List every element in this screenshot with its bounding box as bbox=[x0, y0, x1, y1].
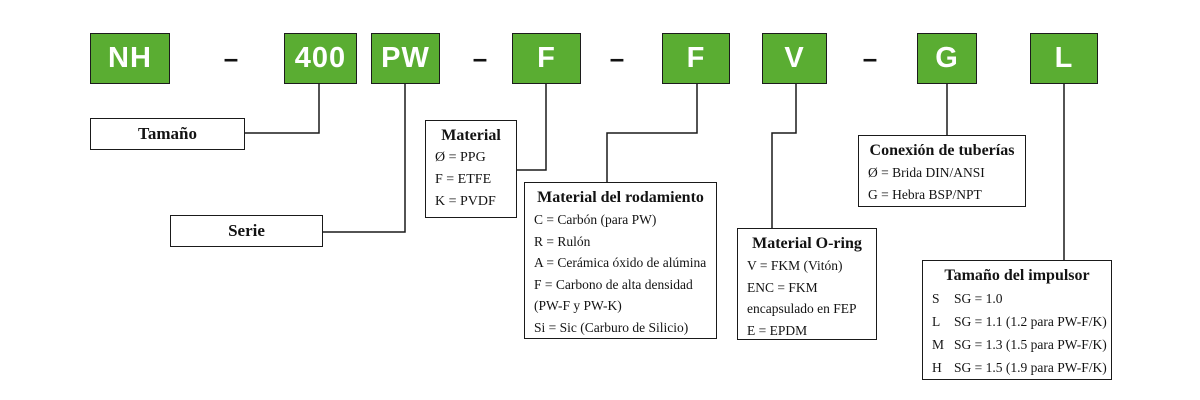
code-label: PW bbox=[381, 42, 430, 74]
impeller-desc: SG = 1.0 bbox=[954, 291, 1003, 306]
code-box-v: V bbox=[762, 33, 827, 84]
code-label: G bbox=[935, 42, 959, 74]
panel-title: Material O-ring bbox=[752, 235, 862, 252]
panel-items: Ø = PPG F = ETFE K = PVDF bbox=[426, 146, 516, 213]
legend-item: V = FKM (Vitón) bbox=[747, 258, 843, 273]
code-separator-dash: – bbox=[472, 42, 488, 73]
code-box-f2: F bbox=[662, 33, 730, 84]
panel-items: C = Carbón (para PW) R = Rulón A = Cerám… bbox=[525, 208, 716, 338]
code-box-nh: NH bbox=[90, 33, 170, 84]
legend-item: ENC = FKM bbox=[747, 279, 818, 295]
code-box-g: G bbox=[917, 33, 977, 84]
impeller-code: M bbox=[932, 337, 945, 352]
impeller-desc: SG = 1.3 (1.5 para PW-F/K) bbox=[954, 337, 1107, 352]
impeller-desc: SG = 1.5 (1.9 para PW-F/K) bbox=[954, 360, 1107, 375]
code-box-400: 400 bbox=[284, 33, 357, 84]
legend-item: M SG = 1.3 (1.5 para PW-F/K) bbox=[932, 333, 1111, 356]
legend-item: R = Rulón bbox=[534, 233, 591, 249]
panel-tamano: Tamaño bbox=[90, 118, 245, 150]
code-label: V bbox=[784, 42, 805, 74]
panel-impulsor: Tamaño del impulsor S SG = 1.0 L SG = 1.1 … bbox=[922, 260, 1112, 380]
legend-item: L SG = 1.1 (1.2 para PW-F/K) bbox=[932, 310, 1111, 333]
panel-oring: Material O-ring V = FKM (Vitón) ENC = FK… bbox=[737, 228, 877, 340]
panel-title: Material bbox=[441, 127, 501, 144]
code-label: L bbox=[1054, 42, 1074, 74]
panel-rodamiento: Material del rodamiento C = Carbón (para… bbox=[524, 182, 717, 339]
panel-conexion: Conexión de tuberías Ø = Brida DIN/ANSI … bbox=[858, 135, 1026, 207]
panel-title: Serie bbox=[228, 221, 265, 240]
code-label: F bbox=[537, 42, 556, 74]
code-box-f1: F bbox=[512, 33, 581, 84]
panel-items: Ø = Brida DIN/ANSI G = Hebra BSP/NPT bbox=[859, 161, 1025, 205]
code-box-pw: PW bbox=[371, 33, 440, 84]
legend-item: F = Carbono de alta densidad bbox=[534, 276, 693, 292]
impeller-code: S bbox=[932, 291, 940, 306]
legend-item: F = ETFE bbox=[435, 172, 492, 187]
panel-title: Tamaño del impulsor bbox=[944, 267, 1090, 284]
impeller-code: H bbox=[932, 360, 942, 375]
legend-item: S SG = 1.0 bbox=[932, 287, 1111, 310]
panel-serie: Serie bbox=[170, 215, 323, 247]
panel-items: V = FKM (Vitón) ENC = FKM encapsulado en… bbox=[738, 254, 876, 341]
legend-item: Si = Sic (Carburo de Silicio) bbox=[534, 319, 689, 335]
legend-item: K = PVDF bbox=[435, 194, 496, 209]
legend-item: E = EPDM bbox=[747, 322, 808, 338]
impeller-desc: SG = 1.1 (1.2 para PW-F/K) bbox=[954, 314, 1107, 329]
code-separator-dash: – bbox=[223, 42, 239, 73]
panel-title: Tamaño bbox=[138, 124, 197, 143]
legend-item: encapsulado en FEP bbox=[747, 301, 857, 316]
code-box-l: L bbox=[1030, 33, 1098, 84]
panel-material: Material Ø = PPG F = ETFE K = PVDF bbox=[425, 120, 517, 218]
code-label: F bbox=[686, 42, 706, 74]
legend-item: Ø = Brida DIN/ANSI bbox=[868, 165, 985, 180]
legend-item: Ø = PPG bbox=[435, 150, 486, 165]
panel-title: Material del rodamiento bbox=[537, 189, 704, 206]
legend-item: G = Hebra BSP/NPT bbox=[868, 186, 982, 202]
code-label: 400 bbox=[294, 42, 347, 74]
impeller-code: L bbox=[932, 314, 941, 329]
legend-item: H SG = 1.5 (1.9 para PW-F/K) bbox=[932, 356, 1111, 379]
legend-item: A = Cerámica óxido de alúmina bbox=[534, 255, 707, 270]
code-label: NH bbox=[108, 42, 152, 74]
panel-title: Conexión de tuberías bbox=[869, 142, 1015, 159]
legend-item: C = Carbón (para PW) bbox=[534, 212, 657, 227]
legend-item: (PW-F y PW-K) bbox=[534, 298, 622, 313]
code-separator-dash: – bbox=[609, 42, 625, 73]
code-separator-dash: – bbox=[862, 42, 878, 73]
